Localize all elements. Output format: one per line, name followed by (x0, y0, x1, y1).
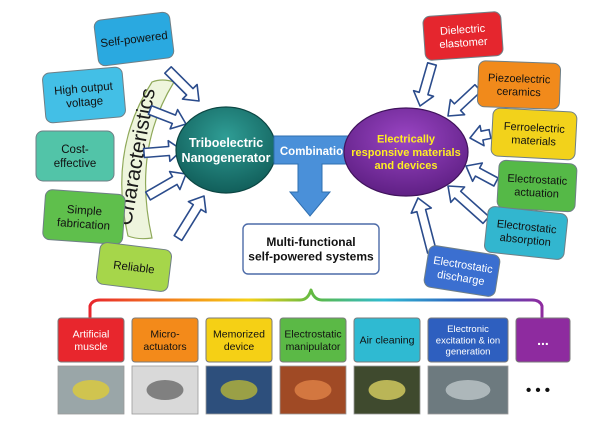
characteristic-box-3: Cost-effective (35, 130, 115, 182)
trailing-dots: • • • (526, 382, 550, 399)
material-box-bg (422, 11, 504, 61)
application-label-6-line-1: Electronic (447, 324, 489, 335)
material-label-2-line-1: Piezoelectric (488, 72, 551, 86)
materials-ellipse (343, 107, 469, 197)
material-label-1-line-1: Dielectric (440, 23, 486, 38)
arrow-self-powered (164, 66, 200, 102)
application-box-1 (57, 317, 125, 363)
characteristic-label-4-line-2: fabrication (57, 217, 111, 233)
application-label-4-line-2: manipulator (286, 341, 341, 353)
application-label-6-line-2: excitation & ion (436, 335, 500, 346)
arrow-cost-effective (142, 139, 183, 163)
material-box-bg (496, 159, 578, 213)
characteristic-label-3-line-2: effective (54, 158, 97, 170)
application-label-1-line-2: muscle (74, 341, 107, 353)
material-label-5-line-2: absorption (499, 232, 551, 249)
application-label-1-line-1: Artificial (73, 328, 110, 340)
application-box-6 (427, 317, 509, 363)
arrow-dielectric (412, 61, 438, 107)
characteristic-box-5: Reliable (96, 242, 172, 292)
application-image-detail-1 (72, 380, 110, 400)
material-box-bg (484, 206, 568, 260)
application-image-detail-6 (445, 380, 491, 400)
material-box-bg (423, 245, 501, 297)
characteristic-box-bg (93, 11, 175, 67)
application-image-detail-5 (368, 380, 406, 400)
application-label-3-line-2: device (224, 341, 255, 353)
characteristic-label-4-line-1: Simple (66, 204, 102, 218)
arrow-simple-fabrication (144, 170, 187, 201)
systems-box-label-line-1: Multi-functional (266, 235, 355, 249)
material-box-bg (476, 60, 562, 110)
arrow-discharge (410, 197, 438, 254)
arrow-ferroelectric (469, 124, 492, 147)
characteristic-box-bg (42, 66, 126, 124)
combination-label: Combination (280, 146, 350, 158)
characteristic-label-3-line-1: Cost- (61, 144, 89, 156)
material-label-4-line-1: Electrostatic (507, 173, 568, 188)
arrow-reliable (173, 195, 207, 242)
characteristic-label-5-line-1: Reliable (113, 260, 156, 277)
characteristic-box-bg (96, 242, 172, 292)
application-label-5-line-1: Air cleaning (360, 335, 415, 347)
application-image-detail-4 (294, 380, 332, 400)
application-box-7 (515, 317, 571, 363)
application-label-2-line-2: actuators (143, 341, 186, 353)
material-label-2-line-2: ceramics (497, 86, 542, 100)
material-label-1-line-2: elastomer (439, 36, 488, 51)
material-box-bg (490, 107, 578, 161)
application-label-2-line-1: Micro- (150, 328, 180, 340)
materials-label-line-1: Electrically (377, 134, 436, 146)
characteristic-box-1: Self-powered (93, 11, 175, 67)
arrow-high-output (147, 105, 187, 130)
characteristic-label-2-line-2: voltage (66, 95, 104, 110)
materials-label-line-3: and devices (375, 160, 438, 172)
application-label-7-line-1: ... (537, 332, 549, 348)
systems-box (242, 223, 380, 275)
characteristic-label-2-line-1: High output (54, 81, 114, 98)
characteristic-box-bg (42, 189, 126, 245)
applications-bracket (88, 288, 544, 318)
material-label-3-line-2: materials (511, 134, 557, 148)
application-image-detail-3 (220, 380, 258, 400)
material-label-4-line-2: actuation (514, 186, 559, 200)
material-label-3-line-1: Ferroelectric (503, 121, 565, 136)
characteristic-box-bg (35, 130, 115, 182)
arrow-piezoelectric (447, 83, 482, 117)
arrow-actuation (465, 162, 499, 187)
application-box-2 (131, 317, 199, 363)
application-label-6-line-3: generation (446, 347, 491, 358)
arrow-absorption (447, 185, 490, 225)
application-label-3-line-1: Memorized (213, 328, 265, 340)
application-box-4 (279, 317, 347, 363)
application-image-detail-2 (146, 380, 184, 400)
teng-label-line-1: Triboelectric (189, 136, 263, 150)
application-label-4-line-1: Electrostatic (284, 328, 341, 340)
teng-label-line-2: Nanogenerator (182, 151, 271, 165)
systems-box-label-line-2: self-powered systems (248, 249, 374, 263)
materials-label-line-2: responsive materials (351, 147, 460, 159)
application-box-5 (353, 317, 421, 363)
application-box-3 (205, 317, 273, 363)
